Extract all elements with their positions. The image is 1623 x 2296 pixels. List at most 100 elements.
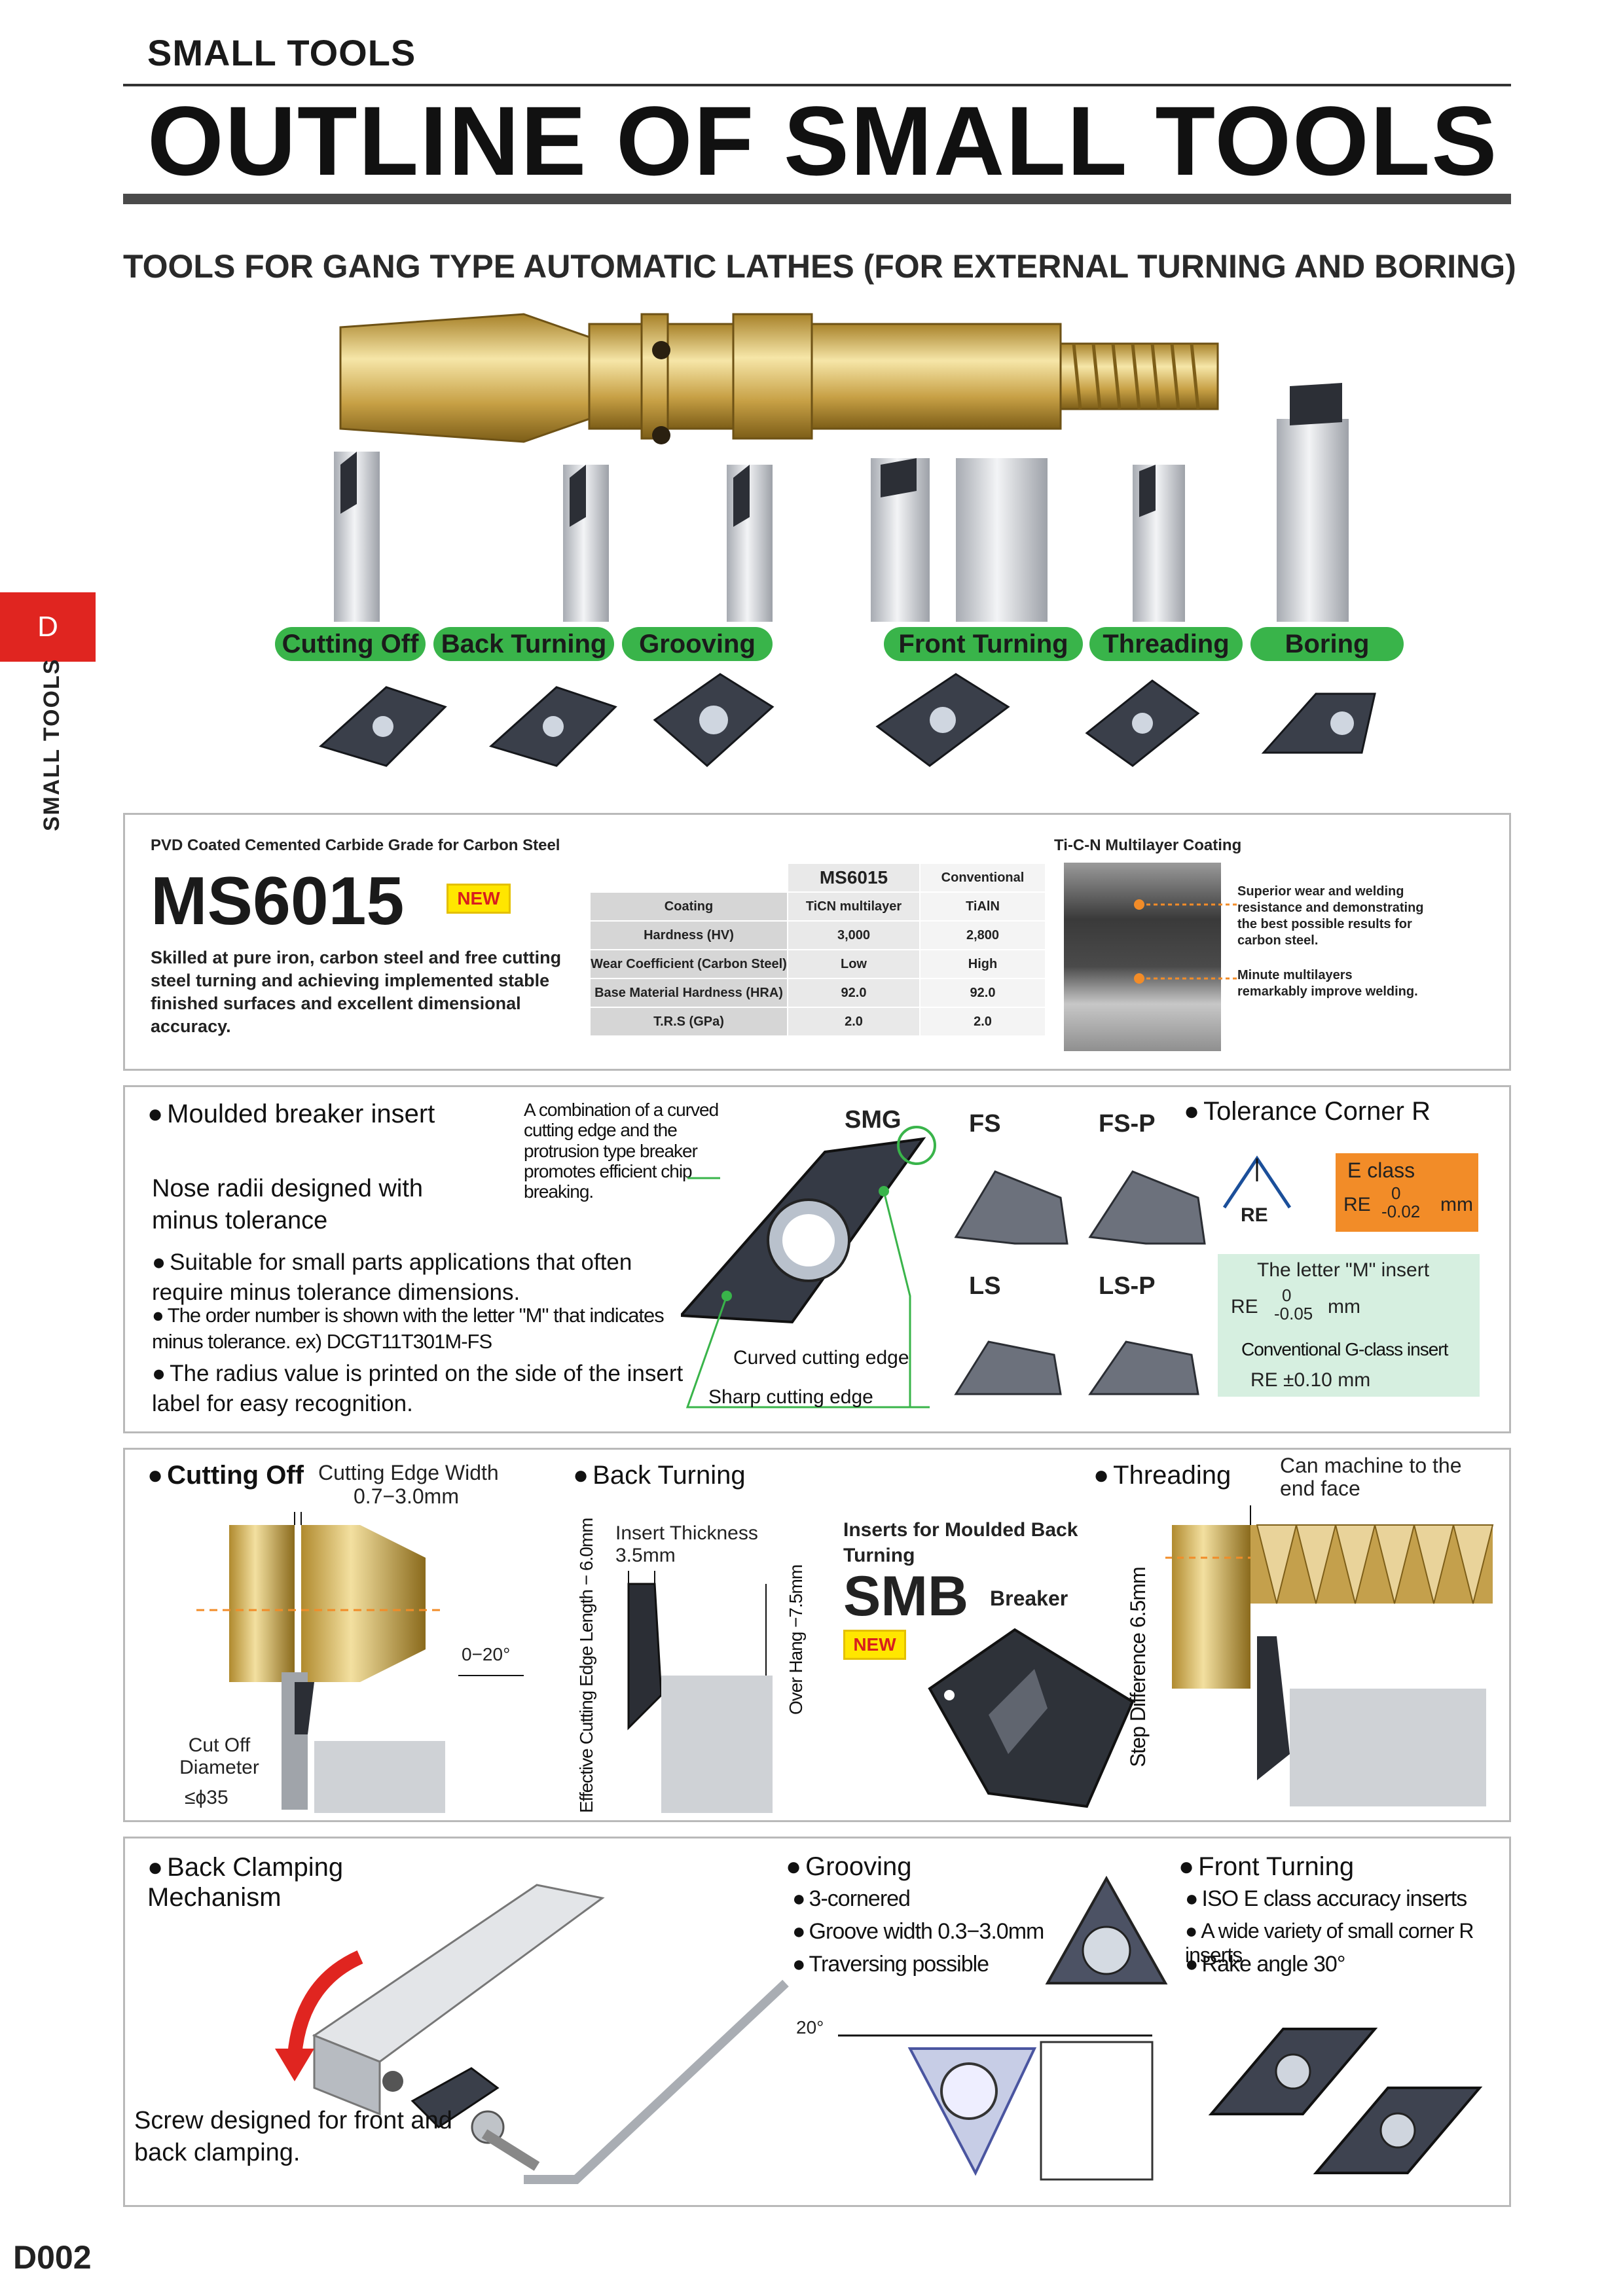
table-cell: TiAlN — [919, 891, 1046, 922]
header-rule — [123, 84, 1511, 86]
breaker-fs: FS — [969, 1110, 1001, 1138]
sharp-edge-label: Sharp cutting edge — [708, 1386, 873, 1408]
table-cell: T.R.S (GPa) — [589, 1007, 788, 1037]
new-badge: NEW — [447, 884, 511, 914]
table-cell: High — [919, 949, 1046, 979]
moulded-bullet-3: The radius value is printed on the side … — [152, 1359, 695, 1418]
table-cell: Hardness (HV) — [589, 920, 788, 950]
front-turning-title: Front Turning — [1178, 1852, 1354, 1882]
label-front-turning: Front Turning — [884, 627, 1083, 661]
step-difference-label: Step Difference 6.5mm — [1126, 1567, 1150, 1767]
insert-thickness-label: Insert Thickness — [615, 1522, 758, 1544]
smg-insert-illustration — [681, 1126, 936, 1408]
coating-title: Ti-C-N Multilayer Coating — [1054, 836, 1242, 854]
front-turning-bullet-3: Rake angle 30° — [1185, 1952, 1346, 1977]
threading-note: Can machine to the end face — [1280, 1454, 1462, 1501]
chapter-tab[interactable]: D — [0, 592, 96, 662]
e-class-box — [1336, 1153, 1478, 1232]
table-cell: Base Material Hardness (HRA) — [589, 978, 788, 1008]
grooving-diagram — [838, 2034, 1154, 2181]
grooving-insert-illustration — [1045, 1875, 1168, 1984]
table-row: Wear Coefficient (Carbon Steel) Low High — [589, 949, 1046, 979]
moulded-bullet-2: The order number is shown with the lette… — [152, 1302, 695, 1355]
table-cell: Coating — [589, 891, 788, 922]
moulded-callout: A combination of a curved cutting edge a… — [524, 1100, 719, 1202]
back-clamping-title: Back Clamping Mechanism — [147, 1852, 409, 1912]
conv-g-class-value: RE ±0.10 mm — [1250, 1369, 1371, 1391]
m-insert-box — [1218, 1254, 1480, 1397]
page-title: OUTLINE OF SMALL TOOLS — [147, 86, 1499, 196]
table-cell: 3,000 — [787, 920, 921, 950]
inserts-for-label: Inserts for Moulded Back Turning — [843, 1519, 1078, 1566]
table-row: Base Material Hardness (HRA) 92.0 92.0 — [589, 978, 1046, 1008]
coating-leader-lines — [1134, 899, 1237, 984]
table-cell: TiCN multilayer — [787, 891, 921, 922]
m-insert-upper: 0 — [1282, 1285, 1292, 1305]
m-insert-re: RE — [1231, 1296, 1258, 1318]
page-number: D002 — [13, 2239, 92, 2276]
tolerance-title: Tolerance Corner R — [1184, 1097, 1431, 1126]
cutting-edge-width-label: Cutting Edge Width — [318, 1461, 499, 1484]
e-class-upper: 0 — [1391, 1183, 1401, 1203]
smb-insert-illustration — [928, 1628, 1135, 1808]
breaker-chip-shapes — [954, 1170, 1206, 1395]
grooving-angle: 20° — [796, 2017, 824, 2037]
m-insert-unit: mm — [1328, 1296, 1360, 1318]
effective-edge-length: Effective Cutting Edge Length − 6.0mm — [576, 1518, 596, 1813]
nose-radii-note: Nose radii designed with minus tolerance — [152, 1175, 424, 1235]
label-back-turning: Back Turning — [433, 627, 614, 661]
e-class-lower: -0.02 — [1381, 1202, 1421, 1221]
cutting-off-angle: 0−20° — [462, 1644, 511, 1664]
table-row: T.R.S (GPa) 2.0 2.0 — [589, 1007, 1046, 1037]
coating-note-2: Minute multilayers remarkably improve we… — [1237, 968, 1418, 999]
cutting-off-title: Cutting Off — [147, 1461, 304, 1490]
e-class-title: E class — [1347, 1158, 1415, 1182]
e-class-unit: mm — [1440, 1194, 1473, 1215]
ms6015-caption: PVD Coated Cemented Carbide Grade for Ca… — [151, 836, 560, 854]
conv-g-class: Conventional G-class insert — [1241, 1339, 1448, 1359]
e-class-re: RE — [1343, 1194, 1371, 1215]
corner-r-icon — [1222, 1155, 1292, 1209]
ms6015-name: MS6015 — [151, 863, 405, 939]
smb-new-badge: NEW — [843, 1630, 906, 1660]
grooving-bullet-1: 3-cornered — [792, 1886, 911, 1912]
table-row: Hardness (HV) 3,000 2,800 — [589, 920, 1046, 950]
insert-thickness-value: 3.5mm — [615, 1545, 676, 1566]
grooving-bullet-3: Traversing possible — [792, 1952, 990, 1977]
table-cell: Low — [787, 949, 921, 979]
moulded-title: Moulded breaker insert — [147, 1100, 435, 1129]
table-cell: 92.0 — [787, 978, 921, 1008]
header-bar — [123, 194, 1511, 204]
ms6015-desc: Skilled at pure iron, carbon steel and f… — [151, 948, 562, 1037]
threading-title: Threading — [1093, 1461, 1231, 1490]
cut-off-diameter-label: Cut Off Diameter — [179, 1734, 259, 1778]
page-subtitle: TOOLS FOR GANG TYPE AUTOMATIC LATHES (FO… — [123, 248, 1516, 285]
section-title: SMALL TOOLS — [147, 32, 416, 73]
cut-off-diameter-value: ≤ϕ35 — [185, 1787, 228, 1808]
label-cutting-off: Cutting Off — [275, 627, 426, 661]
m-insert-title: The letter "M" insert — [1257, 1259, 1430, 1281]
breaker-ls: LS — [969, 1272, 1001, 1300]
table-cell: Wear Coefficient (Carbon Steel) — [589, 949, 788, 979]
curved-edge-label: Curved cutting edge — [733, 1347, 909, 1369]
table-row: Coating TiCN multilayer TiAlN — [589, 891, 1046, 922]
tool-holder-illustration — [334, 313, 1349, 622]
m-insert-lower: -0.05 — [1274, 1304, 1313, 1323]
label-threading: Threading — [1089, 627, 1243, 661]
grooving-bullet-2: Groove width 0.3−3.0mm — [792, 1919, 1045, 1945]
threading-illustration — [1165, 1505, 1494, 1806]
side-label: SMALL TOOLS — [39, 658, 64, 831]
smb-label: SMB — [843, 1565, 969, 1628]
table-cell: 2.0 — [787, 1007, 921, 1037]
cutting-off-illustration — [196, 1512, 524, 1813]
moulded-bullet-1: Suitable for small parts applications th… — [152, 1247, 695, 1307]
coating-note-1: Superior wear and welding resistance and… — [1237, 884, 1424, 948]
overhang-label: Over Hang −7.5mm — [786, 1564, 806, 1715]
back-turning-illustration — [627, 1571, 773, 1813]
clamping-note: Screw designed for front and back clampi… — [134, 2107, 452, 2167]
smg-label: SMG — [845, 1106, 902, 1134]
ms6015-spec-table: MS6015 Conventional Coating TiCN multila… — [589, 863, 1046, 1037]
breaker-ls-p: LS-P — [1099, 1272, 1156, 1300]
table-cell: 2,800 — [919, 920, 1046, 950]
table-header-blank — [589, 863, 788, 893]
